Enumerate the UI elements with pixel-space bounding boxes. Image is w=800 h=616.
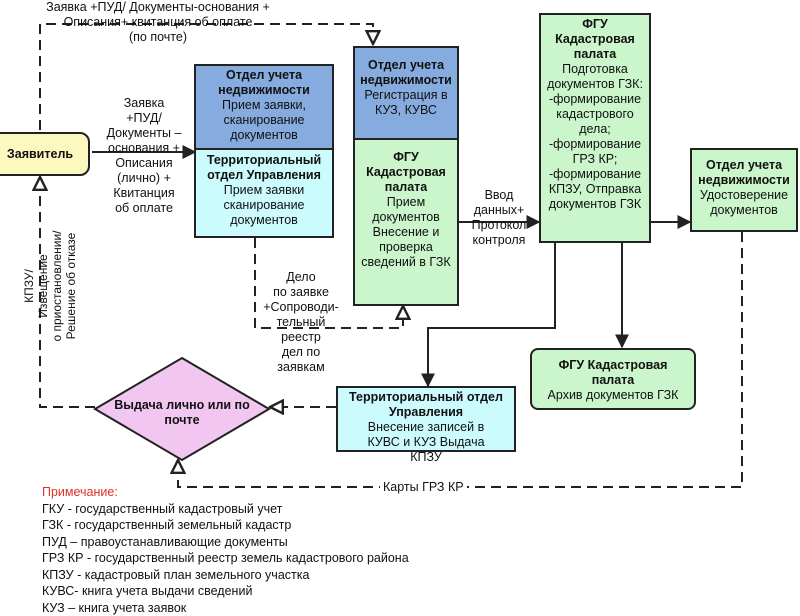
glossary-item: ГКУ - государственный кадастровый учет (42, 501, 409, 518)
return-documents-line: Извещение (36, 216, 50, 356)
glossary-item: ГРЗ КР - государственный реестр земель к… (42, 550, 409, 567)
post-submission-line: Описания+ квитанция об оплате (28, 15, 288, 30)
personal-submission-label: Заявка +ПУД/ Документы – основания + Опи… (96, 96, 192, 216)
issue-decision-text: Выдача лично или по почте (114, 398, 249, 427)
territorial-issue-node: Территориальный отдел Управления Внесени… (336, 386, 516, 452)
dept-registration-section: Отдел учета недвижимости Регистрация в К… (355, 48, 457, 138)
personal-submission-line: Документы – (96, 126, 192, 141)
certification-body: Удостоверение документов (692, 188, 796, 218)
applicant-label: Заявитель (7, 147, 73, 161)
personal-submission-line: Квитанция (96, 186, 192, 201)
case-file-line: Дело (258, 270, 344, 285)
data-entry-line: контроля (460, 233, 538, 248)
issue-decision-label: Выдача лично или по почте (112, 398, 252, 428)
post-submission-line: Заявка +ПУД/ Документы-основания + (28, 0, 288, 15)
registration-entry-node: Отдел учета недвижимости Регистрация в К… (353, 46, 459, 306)
post-submission-label: Заявка +ПУД/ Документы-основания + Описа… (28, 0, 288, 45)
personal-submission-line: об оплате (96, 201, 192, 216)
return-documents-line: о приостановлении/ (50, 216, 64, 356)
glossary-item: КУВС- книга учета выдачи сведений (42, 583, 409, 600)
return-documents-line: Решение об отказе (64, 216, 78, 356)
personal-submission-line: +ПУД/ (96, 111, 192, 126)
certification-node: Отдел учета недвижимости Удостоверение д… (690, 148, 798, 232)
certification-header: Отдел учета недвижимости (692, 158, 796, 188)
case-file-line: по заявке (258, 285, 344, 300)
applicant-node: Заявитель (0, 132, 90, 176)
fgu-entry-body: Прием документов Внесение и проверка све… (355, 195, 457, 270)
dept-reception-section: Отдел учета недвижимости Прием заявки, с… (196, 66, 332, 148)
fgu-preparation-node: ФГУ Кадастровая палата Подготовка докуме… (539, 13, 651, 243)
glossary-notes: Примечание: ГКУ - государственный кадаст… (42, 484, 409, 616)
return-documents-label: КПЗУ/ Извещение о приостановлении/ Решен… (22, 216, 78, 356)
dept-reception-body: Прием заявки, сканирование документов (196, 98, 332, 143)
personal-submission-line: (лично) + (96, 171, 192, 186)
case-file-line: +Сопроводи- (258, 300, 344, 315)
glossary-item: ГЗК - государственный земельный кадастр (42, 517, 409, 534)
dept-registration-header: Отдел учета недвижимости (360, 58, 452, 87)
reception-node: Отдел учета недвижимости Прием заявки, с… (194, 64, 334, 238)
fgu-preparation-body: Подготовка документов ГЗК: -формирование… (541, 62, 649, 212)
fgu-entry-section: ФГУ Кадастровая палата Прием документов … (355, 138, 457, 270)
personal-submission-line: Описания (96, 156, 192, 171)
territorial-issue-body: Внесение записей в КУВС и КУЗ Выдача КПЗ… (338, 420, 514, 465)
data-entry-line: данных+ (460, 203, 538, 218)
glossary-item: ПУД – правоустанавливающие документы (42, 534, 409, 551)
dept-registration-body: Регистрация в КУЗ, КУВС (364, 88, 447, 117)
data-entry-line: Ввод (460, 188, 538, 203)
fgu-entry-header: ФГУ Кадастровая палата (355, 150, 457, 195)
glossary-title: Примечание: (42, 484, 409, 501)
return-documents-line: КПЗУ/ (22, 216, 36, 356)
glossary-item: КУЗ – книга учета заявок (42, 600, 409, 616)
case-file-line: тельный (258, 315, 344, 330)
archive-node: ФГУ Кадастровая палата Архив документов … (530, 348, 696, 410)
personal-submission-line: основания + (96, 141, 192, 156)
territorial-issue-header: Территориальный отдел Управления (338, 390, 514, 420)
data-entry-line: Протокол (460, 218, 538, 233)
terr-reception-section: Территориальный отдел Управления Прием з… (196, 148, 332, 228)
personal-submission-line: Заявка (96, 96, 192, 111)
dept-reception-header: Отдел учета недвижимости (196, 68, 332, 98)
fgu-preparation-header: ФГУ Кадастровая палата (541, 17, 649, 62)
terr-reception-header: Территориальный отдел Управления (196, 153, 332, 183)
data-entry-label: Ввод данных+ Протокол контроля (460, 188, 538, 248)
glossary-item: КПЗУ - кадастровый план земельного участ… (42, 567, 409, 584)
terr-reception-body: Прием заявки сканирование документов (196, 183, 332, 228)
post-submission-line: (по почте) (28, 30, 288, 45)
archive-body: Архив документов ГЗК (532, 388, 694, 403)
archive-header: ФГУ Кадастровая палата (532, 358, 694, 388)
case-file-line: реестр (258, 330, 344, 345)
